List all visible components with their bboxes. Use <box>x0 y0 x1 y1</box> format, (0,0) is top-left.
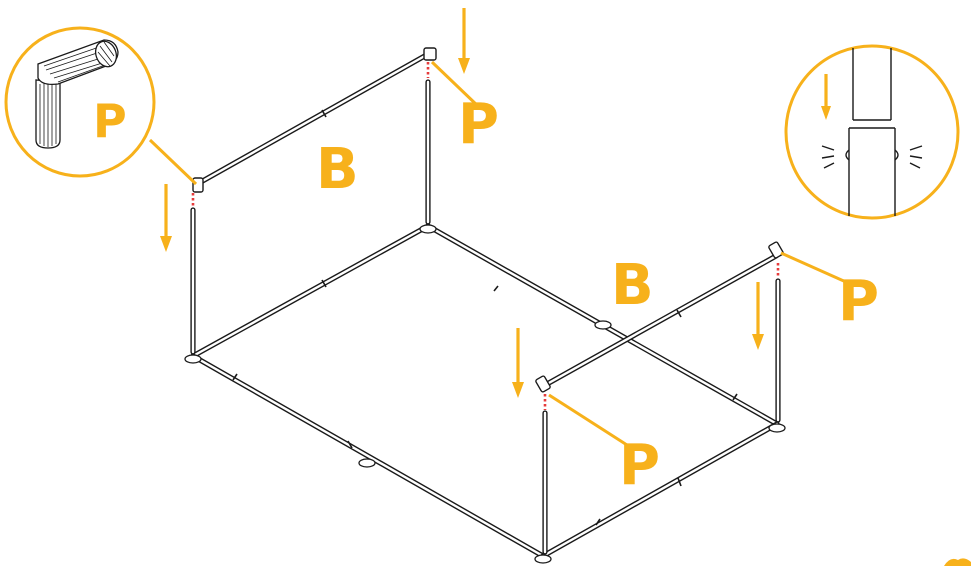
down-arrows <box>160 8 764 398</box>
leader-lines <box>148 60 847 447</box>
left-upper-frame <box>190 50 433 355</box>
push-pin-detail-callout <box>784 44 960 220</box>
corner-page-mark <box>944 558 971 566</box>
down-arrow-icon <box>458 8 470 74</box>
down-arrow-icon <box>752 282 764 350</box>
elbow-detail-callout: P <box>4 26 156 178</box>
part-label-p: P <box>458 92 499 157</box>
down-arrow-icon <box>160 184 172 252</box>
part-label-b: B <box>316 137 359 202</box>
push-pin-detail-icon <box>821 48 923 216</box>
part-labels: P B B P P <box>316 92 879 498</box>
down-arrow-icon <box>512 328 524 398</box>
part-label-p: P <box>93 94 127 148</box>
base-frame <box>190 223 780 559</box>
part-label-p: P <box>619 433 660 498</box>
part-label-b: B <box>611 253 654 318</box>
locking-pins <box>191 62 780 410</box>
elbow-connector-icon <box>35 39 119 149</box>
part-label-p: P <box>838 269 879 334</box>
right-upper-frame <box>542 253 781 555</box>
frame-tubes <box>184 47 786 564</box>
corner-feet <box>184 224 786 564</box>
tube-joint-marks <box>232 109 738 526</box>
